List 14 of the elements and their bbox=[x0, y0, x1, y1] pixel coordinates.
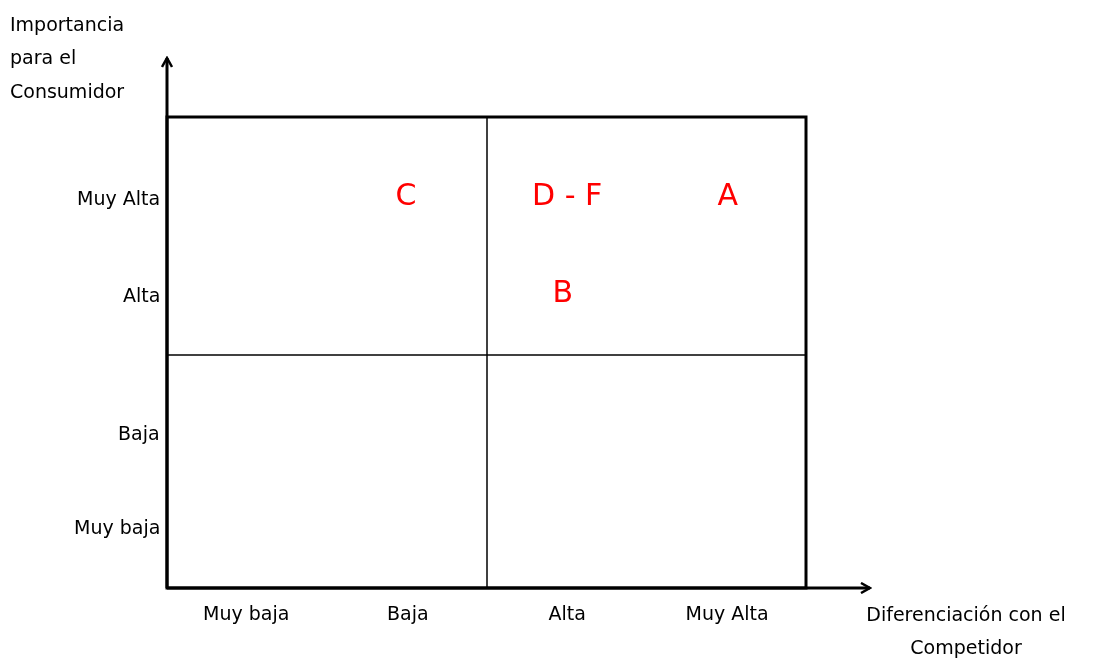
axis-tick-label: Muy Alta bbox=[685, 603, 769, 623]
axis-tick-label: Alta bbox=[548, 603, 586, 623]
axis-tick-label: Muy baja bbox=[203, 603, 290, 623]
axis-tick-label: Muy baja bbox=[74, 517, 161, 537]
axis-tick-label: Alta bbox=[123, 285, 161, 305]
axis-title: Importancia para el Consumidor bbox=[10, 12, 126, 104]
point-label: D - F bbox=[532, 180, 603, 210]
axis-tick-label: Baja bbox=[387, 603, 429, 623]
point-label: A bbox=[717, 180, 739, 210]
axis-tick-label: Muy Alta bbox=[77, 188, 161, 208]
axis-tick-label: Baja bbox=[118, 423, 160, 443]
point-label: C bbox=[395, 180, 417, 210]
axis-title: Diferenciación con el Competidor bbox=[865, 602, 1067, 661]
point-label: B bbox=[552, 277, 574, 307]
